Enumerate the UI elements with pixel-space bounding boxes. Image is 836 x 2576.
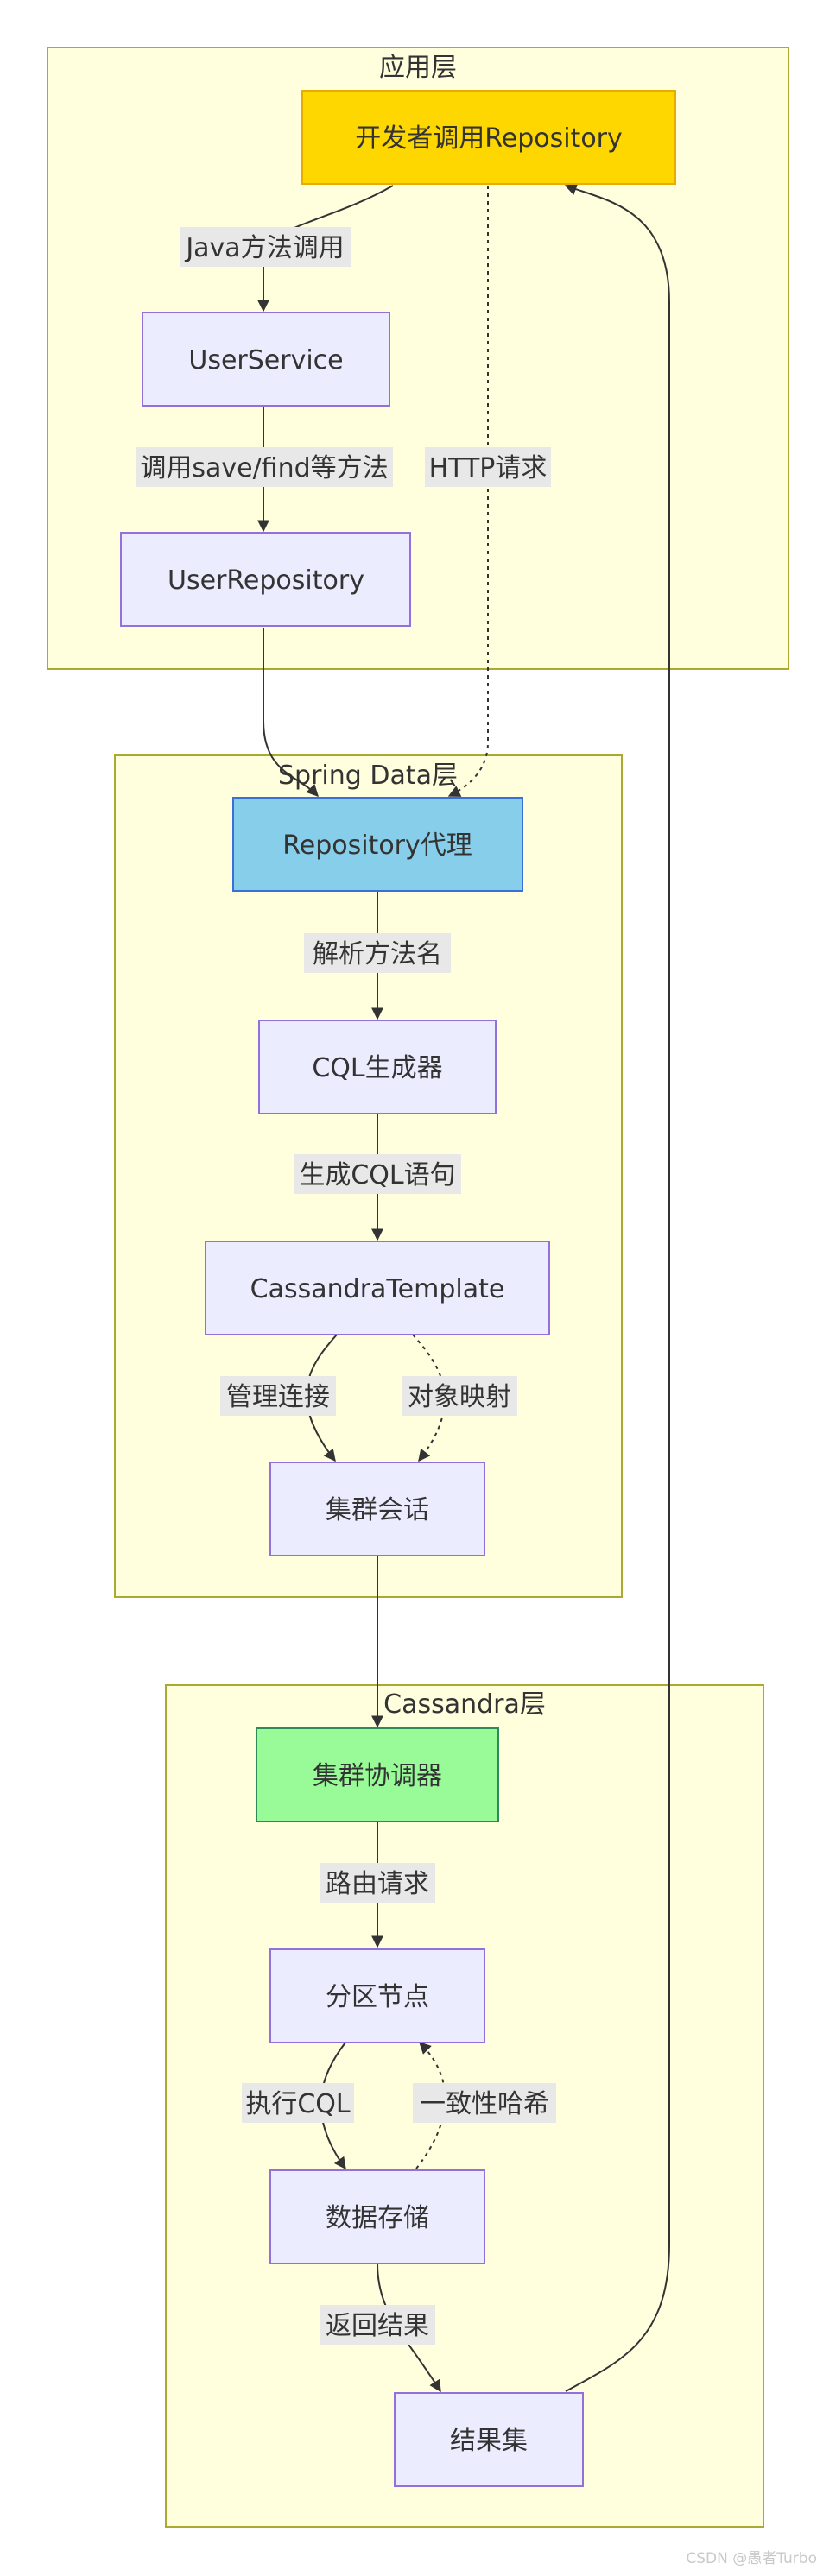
svg-text:UserRepository: UserRepository — [168, 565, 364, 596]
edge-label-return-result: 返回结果 — [320, 2305, 435, 2345]
svg-text:路由请求: 路由请求 — [326, 1869, 429, 1899]
node-cassandra-template[interactable]: CassandraTemplate — [205, 1241, 550, 1335]
svg-text:数据存储: 数据存储 — [326, 2203, 429, 2233]
cluster-title-application: 应用层 — [379, 53, 457, 83]
svg-text:调用save/find等方法: 调用save/find等方法 — [140, 453, 388, 483]
watermark-text: CSDN @愚者Turbo — [686, 2550, 817, 2567]
edge-label-http-request: HTTP请求 — [425, 447, 551, 487]
node-cluster-session[interactable]: 集群会话 — [269, 1462, 485, 1556]
svg-text:CassandraTemplate: CassandraTemplate — [250, 1274, 505, 1304]
svg-text:执行CQL: 执行CQL — [245, 2089, 351, 2119]
node-data-storage[interactable]: 数据存储 — [269, 2169, 485, 2264]
svg-text:HTTP请求: HTTP请求 — [429, 453, 548, 483]
node-user-service[interactable]: UserService — [142, 312, 390, 407]
edge-label-manage-connection: 管理连接 — [220, 1376, 336, 1416]
svg-text:对象映射: 对象映射 — [408, 1382, 511, 1412]
node-partition[interactable]: 分区节点 — [269, 1948, 485, 2043]
edge-label-object-mapping: 对象映射 — [402, 1376, 517, 1416]
node-developer[interactable]: 开发者调用Repository — [301, 90, 676, 185]
edge-label-consistent-hash: 一致性哈希 — [413, 2083, 556, 2123]
node-cql-generator[interactable]: CQL生成器 — [258, 1020, 497, 1114]
edge-label-java-call: Java方法调用 — [180, 227, 351, 267]
svg-text:集群协调器: 集群协调器 — [313, 1761, 442, 1791]
svg-text:结果集: 结果集 — [450, 2426, 528, 2456]
svg-text:CQL生成器: CQL生成器 — [312, 1053, 442, 1083]
svg-text:解析方法名: 解析方法名 — [313, 939, 442, 969]
edge-label-route-request: 路由请求 — [320, 1863, 435, 1903]
svg-text:一致性哈希: 一致性哈希 — [420, 2089, 549, 2119]
node-cluster-coordinator[interactable]: 集群协调器 — [256, 1727, 499, 1822]
edge-label-parse-method: 解析方法名 — [304, 933, 451, 973]
svg-text:UserService: UserService — [188, 345, 343, 376]
svg-text:Java方法调用: Java方法调用 — [184, 233, 344, 263]
node-result-set[interactable]: 结果集 — [394, 2392, 584, 2487]
svg-text:开发者调用Repository: 开发者调用Repository — [355, 123, 623, 154]
node-repository-proxy[interactable]: Repository代理 — [232, 797, 523, 892]
edge-template-to-session-mapping — [412, 1334, 446, 1462]
edge-userrepository-to-proxy — [263, 628, 319, 798]
edge-label-save-find: 调用save/find等方法 — [136, 447, 393, 487]
svg-text:集群会话: 集群会话 — [326, 1495, 429, 1525]
edge-storage-to-partition-hash — [415, 2042, 446, 2169]
node-user-repository[interactable]: UserRepository — [120, 532, 411, 627]
svg-text:Repository代理: Repository代理 — [282, 830, 472, 861]
svg-text:返回结果: 返回结果 — [326, 2311, 429, 2341]
svg-text:管理连接: 管理连接 — [226, 1382, 330, 1412]
cluster-title-cassandra: Cassandra层 — [383, 1689, 546, 1720]
edge-label-execute-cql: 执行CQL — [242, 2083, 354, 2123]
svg-text:生成CQL语句: 生成CQL语句 — [299, 1160, 455, 1190]
edge-label-generate-cql: 生成CQL语句 — [294, 1154, 461, 1194]
svg-text:分区节点: 分区节点 — [326, 1982, 429, 2012]
edge-resultset-to-developer — [564, 183, 670, 2392]
